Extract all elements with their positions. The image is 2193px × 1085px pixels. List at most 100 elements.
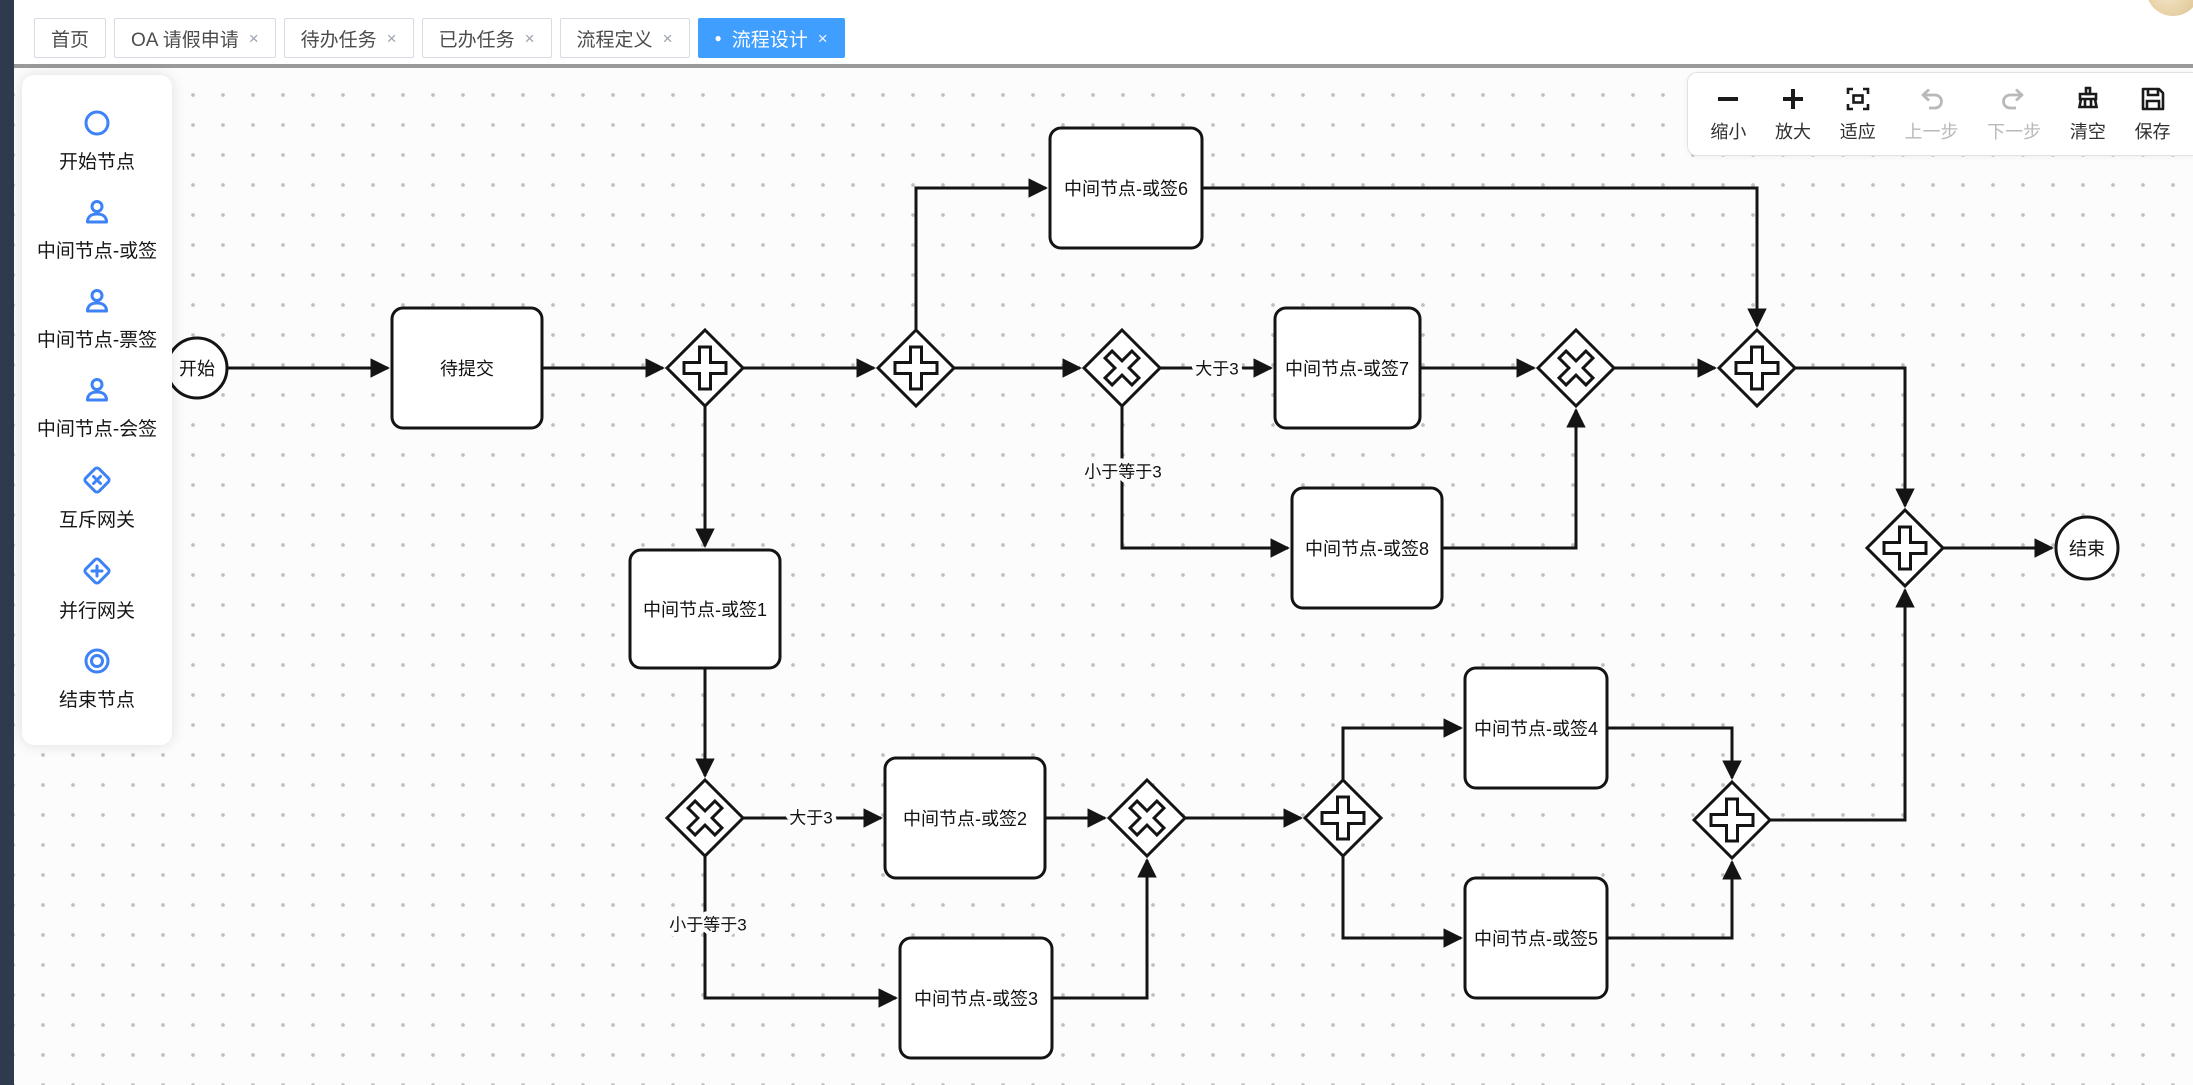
topbar-divider bbox=[14, 64, 2193, 68]
plus-icon bbox=[1783, 88, 1804, 109]
node-label: 中间节点-或签4 bbox=[1474, 719, 1598, 739]
tab-bar: 首页 OA 请假申请 × 待办任务 × 已办任务 × 流程定义 × ● 流程设计… bbox=[14, 0, 2193, 64]
node-label: 中间节点-或签8 bbox=[1305, 539, 1429, 559]
node-pending-submit[interactable]: 待提交 bbox=[390, 306, 544, 430]
node-or-sign-7[interactable]: 中间节点-或签7 bbox=[1273, 306, 1422, 430]
fit-icon bbox=[1846, 87, 1870, 110]
palette-item-label: 中间节点-票签 bbox=[36, 330, 158, 351]
canvas-toolbar: 缩小 放大 适应 上一步 bbox=[1687, 72, 2193, 156]
zoom-out-button[interactable]: 缩小 bbox=[1710, 85, 1746, 144]
tool-label: 放大 bbox=[1775, 121, 1812, 142]
plus-symbol bbox=[1709, 797, 1755, 843]
palette-item-vote-sign[interactable]: 中间节点-票签 bbox=[37, 286, 157, 352]
user-icon bbox=[85, 200, 108, 224]
palette-item-end-node[interactable]: 结束节点 bbox=[59, 646, 135, 712]
close-icon[interactable]: × bbox=[524, 28, 535, 48]
tab-list: 首页 OA 请假申请 × 待办任务 × 已办任务 × 流程定义 × ● 流程设计… bbox=[34, 18, 845, 58]
close-icon[interactable]: × bbox=[817, 28, 828, 48]
gw-parallel-final[interactable] bbox=[1864, 507, 1946, 589]
tab-oa-leave-request[interactable]: OA 请假申请 × bbox=[114, 18, 276, 58]
edge bbox=[914, 178, 1048, 330]
diamond-plus-icon bbox=[83, 557, 111, 585]
close-icon[interactable]: × bbox=[386, 28, 397, 48]
x-symbol bbox=[1102, 348, 1142, 388]
x-symbol bbox=[1556, 348, 1596, 388]
edge-label-lte3-top: 小于等于3 bbox=[1084, 463, 1161, 482]
edge bbox=[1442, 408, 1586, 550]
node-or-sign-1[interactable]: 中间节点-或签1 bbox=[628, 548, 782, 670]
save-icon bbox=[2141, 87, 2164, 110]
gw-exclusive-bottom-2[interactable] bbox=[1106, 777, 1188, 859]
edge bbox=[1795, 366, 1915, 508]
x-symbol bbox=[1127, 798, 1167, 838]
active-dot-icon: ● bbox=[714, 31, 722, 45]
left-app-strip bbox=[0, 0, 14, 1085]
node-start[interactable]: 开始 bbox=[165, 336, 229, 400]
node-or-sign-3[interactable]: 中间节点-或签3 bbox=[898, 936, 1054, 1060]
tab-todo-tasks[interactable]: 待办任务 × bbox=[283, 18, 414, 58]
tab-process-design[interactable]: ● 流程设计 × bbox=[697, 18, 845, 58]
redo-icon bbox=[2002, 87, 2024, 109]
tab-process-definition[interactable]: 流程定义 × bbox=[559, 18, 690, 58]
tab-home[interactable]: 首页 bbox=[34, 18, 107, 58]
node-or-sign-8[interactable]: 中间节点-或签8 bbox=[1290, 486, 1444, 610]
zoom-in-button[interactable]: 放大 bbox=[1775, 85, 1811, 144]
gw-parallel-merge-top[interactable] bbox=[1716, 327, 1798, 409]
user-icon bbox=[85, 289, 108, 313]
tab-label: 流程定义 bbox=[576, 29, 653, 51]
flow-diagram: 大于3 小于等于3 大于3 小于等于3 开始 待提交 bbox=[165, 126, 2120, 1060]
edge-label-gt3-top: 大于3 bbox=[1195, 360, 1238, 379]
close-icon[interactable]: × bbox=[662, 28, 673, 48]
node-or-sign-4[interactable]: 中间节点-或签4 bbox=[1463, 666, 1609, 790]
user-icon bbox=[85, 378, 108, 402]
palette-item-label: 开始节点 bbox=[58, 152, 135, 173]
undo-icon bbox=[1922, 87, 1944, 109]
plus-symbol bbox=[682, 345, 728, 391]
fit-button[interactable]: 适应 bbox=[1840, 85, 1876, 144]
undo-button[interactable]: 上一步 bbox=[1904, 85, 1958, 144]
node-palette: 开始节点 中间节点-或签 中间节点-票签 bbox=[22, 75, 172, 745]
tab-label: 首页 bbox=[51, 29, 90, 51]
clear-button[interactable]: 清空 bbox=[2070, 85, 2106, 144]
palette-item-joint-sign[interactable]: 中间节点-会签 bbox=[37, 375, 157, 441]
tab-done-tasks[interactable]: 已办任务 × bbox=[421, 18, 552, 58]
tab-label: 流程设计 bbox=[731, 29, 808, 51]
node-label: 中间节点-或签6 bbox=[1064, 179, 1188, 199]
gw-exclusive-top-1[interactable] bbox=[1081, 327, 1163, 409]
node-or-sign-6[interactable]: 中间节点-或签6 bbox=[1048, 126, 1204, 250]
gw-exclusive-top-2[interactable] bbox=[1535, 327, 1617, 409]
close-icon[interactable]: × bbox=[248, 28, 259, 48]
plus-symbol bbox=[893, 345, 939, 391]
gw-parallel-merge-bottom[interactable] bbox=[1691, 779, 1773, 861]
diamond-x-icon bbox=[83, 466, 111, 494]
plus-symbol bbox=[1734, 345, 1780, 391]
palette-item-label: 中间节点-会签 bbox=[36, 419, 158, 440]
palette-item-parallel-gateway[interactable]: 并行网关 bbox=[59, 555, 135, 623]
edge bbox=[1770, 588, 1915, 822]
node-end[interactable]: 结束 bbox=[2054, 515, 2120, 581]
tab-label: 待办任务 bbox=[300, 29, 377, 51]
palette-item-exclusive-gateway[interactable]: 互斥网关 bbox=[59, 464, 135, 532]
palette-item-or-sign[interactable]: 中间节点-或签 bbox=[37, 197, 157, 263]
double-circle-icon bbox=[84, 648, 110, 674]
minus-icon bbox=[1718, 96, 1739, 101]
save-button[interactable]: 保存 bbox=[2135, 85, 2171, 144]
redo-button[interactable]: 下一步 bbox=[1987, 85, 2041, 144]
gw-parallel-split-2[interactable] bbox=[875, 327, 957, 409]
edge bbox=[703, 856, 898, 1008]
gw-parallel-split-bottom[interactable] bbox=[1302, 777, 1384, 859]
node-label: 开始 bbox=[179, 359, 215, 379]
palette-item-start-node[interactable]: 开始节点 bbox=[59, 108, 135, 174]
edge bbox=[1607, 860, 1742, 940]
tool-label: 保存 bbox=[2134, 121, 2171, 142]
node-or-sign-5[interactable]: 中间节点-或签5 bbox=[1463, 876, 1609, 1000]
designer-canvas[interactable]: 大于3 小于等于3 大于3 小于等于3 开始 待提交 bbox=[14, 68, 2193, 1085]
edge bbox=[1120, 406, 1290, 558]
gw-exclusive-bottom-1[interactable] bbox=[664, 777, 746, 859]
edge-label-gt3-bottom: 大于3 bbox=[789, 809, 832, 828]
node-or-sign-2[interactable]: 中间节点-或签2 bbox=[883, 756, 1047, 880]
gw-parallel-split-1[interactable] bbox=[664, 327, 746, 409]
node-label: 中间节点-或签1 bbox=[643, 600, 767, 620]
node-label: 结束 bbox=[2069, 539, 2105, 559]
